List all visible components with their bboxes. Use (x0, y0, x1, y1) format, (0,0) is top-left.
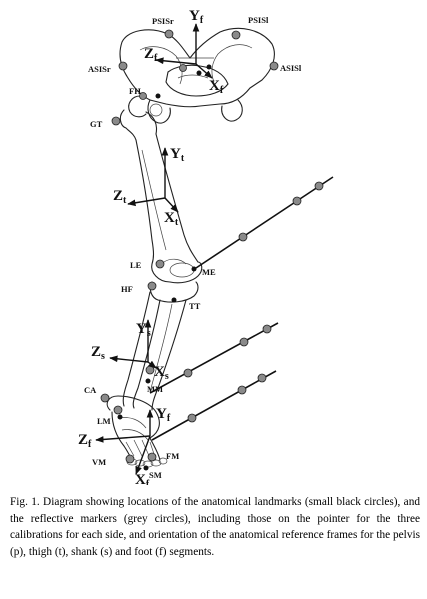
label-ca: CA (84, 385, 97, 395)
pelvis-markers (118, 29, 279, 100)
shank-axes (109, 319, 157, 369)
label-fm: FM (166, 451, 179, 461)
pointer-thigh (195, 176, 334, 269)
label-tt: TT (189, 301, 201, 311)
label-vm: VM (92, 457, 106, 467)
anatomical-diagram: PSISr PSISl ASISr ASISl FH GT LE ME HF T… (78, 8, 334, 485)
label-psis-r: PSISr (152, 16, 174, 26)
axis-label-thigh-x: Xt (164, 210, 179, 228)
label-sm: SM (149, 470, 162, 480)
axis-label-thigh-y: Yt (170, 146, 185, 164)
axis-label-shank-x: Xs (154, 364, 169, 382)
label-psis-l: PSISl (248, 15, 269, 25)
leg-markers (100, 116, 197, 471)
thigh-axes (127, 147, 179, 213)
label-le: LE (130, 260, 142, 270)
axis-label-foot-y: Yf (156, 406, 171, 424)
foot-axes (95, 409, 154, 475)
axis-label-foot-x: Xf (135, 472, 150, 485)
axis-label-shank-y: Ys (136, 321, 151, 339)
pointer-shank (149, 322, 279, 394)
pelvis-drawing (119, 27, 275, 124)
label-fh: FH (129, 86, 141, 96)
axis-label-foot-z: Zf (78, 432, 92, 450)
label-asis-l: ASISl (280, 63, 302, 73)
axis-label-shank-z: Zs (91, 344, 105, 362)
axis-label-pelvis-z: Zf (144, 46, 158, 64)
label-asis-r: ASISr (88, 64, 111, 74)
axis-label-pelvis-y: Yf (189, 8, 204, 26)
pelvis-axes (155, 23, 213, 79)
label-mm: MM (147, 384, 163, 394)
femur-drawing (119, 95, 203, 284)
axis-label-pelvis-x: Xf (209, 78, 224, 96)
label-lm: LM (97, 416, 111, 426)
label-gt: GT (90, 119, 103, 129)
label-me: ME (202, 267, 216, 277)
figure-caption: Fig. 1. Diagram showing locations of the… (10, 496, 420, 558)
pointer-foot (151, 370, 277, 441)
label-hf: HF (121, 284, 133, 294)
axis-label-thigh-z: Zt (113, 188, 127, 206)
